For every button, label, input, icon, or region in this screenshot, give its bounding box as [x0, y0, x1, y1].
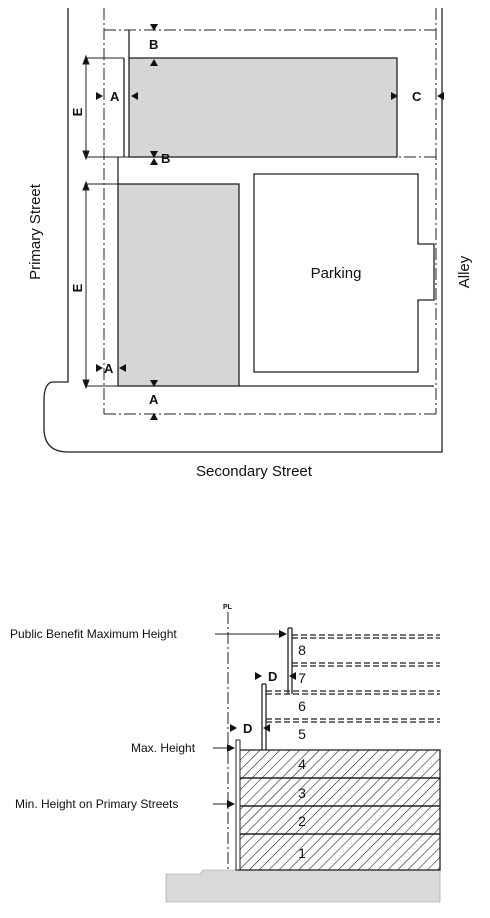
label-a-mid: A — [104, 361, 114, 376]
site-plan: E E A A A B B C Parking — [27, 8, 473, 480]
building-upper — [128, 57, 398, 158]
callout-max-height: Max. Height — [131, 741, 196, 755]
floor-number-4: 4 — [298, 756, 306, 772]
callout-leaders — [213, 630, 287, 808]
floor-number-2: 2 — [298, 813, 306, 829]
upper-walls — [261, 627, 293, 750]
floor-2 — [237, 805, 441, 835]
dimension-e-top — [82, 54, 90, 161]
floor-number-6: 6 — [298, 698, 306, 714]
building-section: PL 1 2 3 — [10, 604, 441, 903]
label-e-bottom: E — [70, 283, 85, 292]
alley-label: Alley — [456, 255, 473, 288]
label-b-top: B — [149, 37, 158, 52]
secondary-street-label: Secondary Street — [196, 463, 313, 480]
parapet-lower — [235, 739, 241, 871]
label-d-upper: D — [268, 669, 277, 684]
dimension-e-bottom — [82, 180, 90, 390]
floor-number-8: 8 — [298, 642, 306, 658]
label-a-top: A — [110, 89, 120, 104]
callout-min-height: Min. Height on Primary Streets — [15, 797, 178, 811]
property-line-left — [43, 8, 443, 453]
label-b-mid: B — [161, 151, 170, 166]
setback-arrows — [96, 24, 444, 420]
stepback-arrows — [230, 672, 296, 732]
callout-public-benefit: Public Benefit Maximum Height — [10, 627, 177, 641]
label-e-top: E — [70, 107, 85, 116]
floor-number-7: 7 — [298, 670, 306, 686]
primary-street-label: Primary Street — [27, 183, 44, 280]
floor-number-1: 1 — [298, 845, 306, 861]
upper-floor-outlines — [266, 634, 440, 723]
floor-3 — [237, 777, 441, 807]
floor-4 — [237, 749, 441, 779]
building-lower — [117, 183, 240, 387]
parking-label: Parking — [311, 265, 362, 282]
pl-label: PL — [223, 604, 233, 611]
floor-number-3: 3 — [298, 785, 306, 801]
label-a-bottom: A — [149, 392, 159, 407]
label-d-lower: D — [243, 721, 252, 736]
floor-1 — [237, 833, 441, 871]
label-c: C — [412, 89, 422, 104]
floor-number-5: 5 — [298, 726, 306, 742]
ground — [165, 869, 441, 903]
parking-area — [253, 173, 435, 373]
